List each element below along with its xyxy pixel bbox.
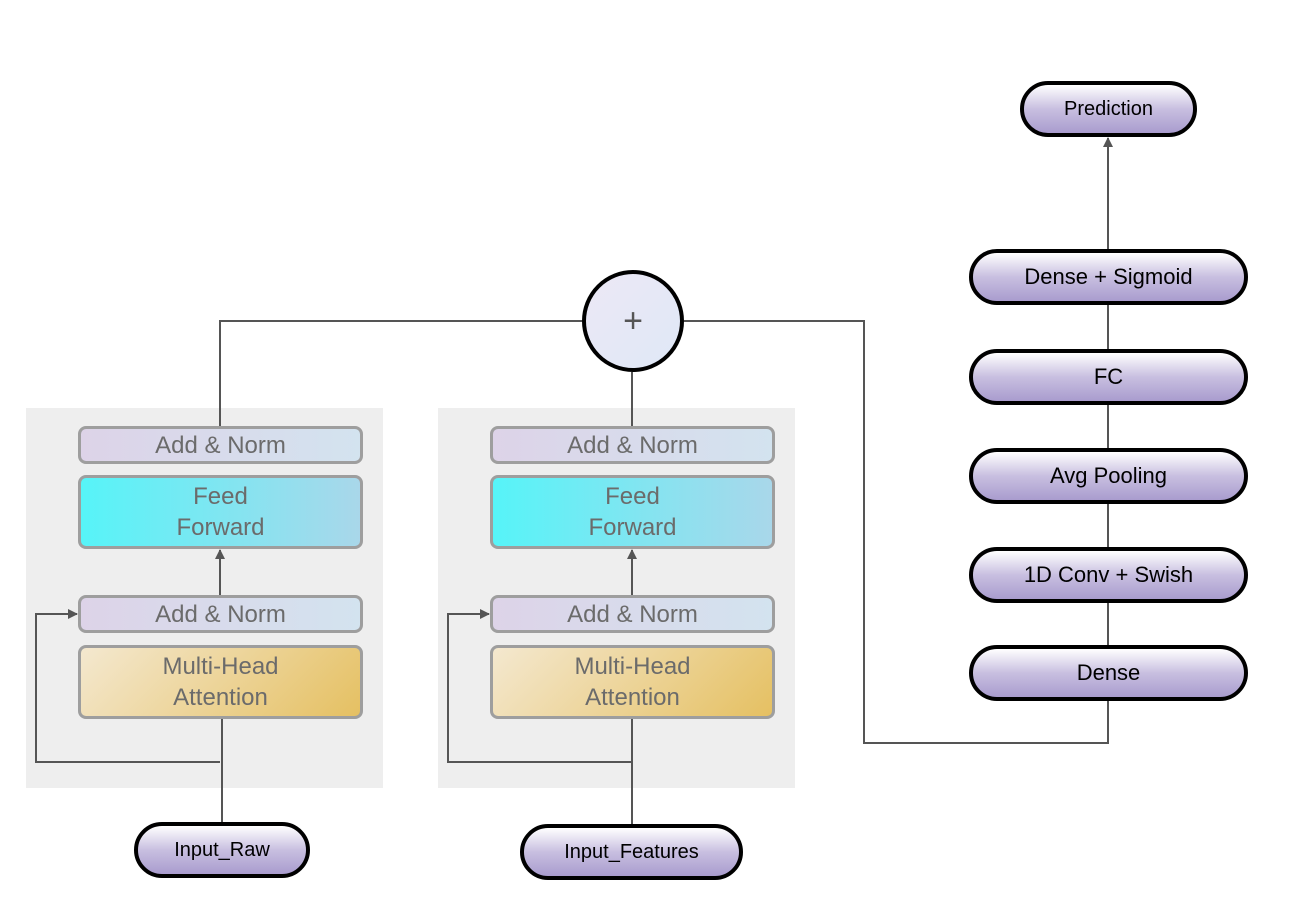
fc-node: FC [969,349,1248,405]
conv-swish-node: 1D Conv + Swish [969,547,1248,603]
right-feed-forward: Feed Forward [490,475,775,549]
left-add-norm-bottom: Add & Norm [78,595,363,633]
left-feed-forward: Feed Forward [78,475,363,549]
left-multi-head-attention: Multi-Head Attention [78,645,363,719]
right-add-norm-bottom: Add & Norm [490,595,775,633]
edge-left-residual [35,609,220,763]
input-features-node: Input_Features [520,824,743,880]
dense-sigmoid-node: Dense + Sigmoid [969,249,1248,305]
dense-node: Dense [969,645,1248,701]
right-add-norm-top: Add & Norm [490,426,775,464]
right-multi-head-attention: Multi-Head Attention [490,645,775,719]
edge-left-encoder-to-merge [219,320,582,426]
avg-pooling-node: Avg Pooling [969,448,1248,504]
edge-right-residual [447,609,632,763]
prediction-node: Prediction [1020,81,1197,137]
input-raw-node: Input_Raw [134,822,310,878]
merge-plus-node: + [582,270,684,372]
left-add-norm-top: Add & Norm [78,426,363,464]
edge-merge-to-dense [684,320,1109,744]
